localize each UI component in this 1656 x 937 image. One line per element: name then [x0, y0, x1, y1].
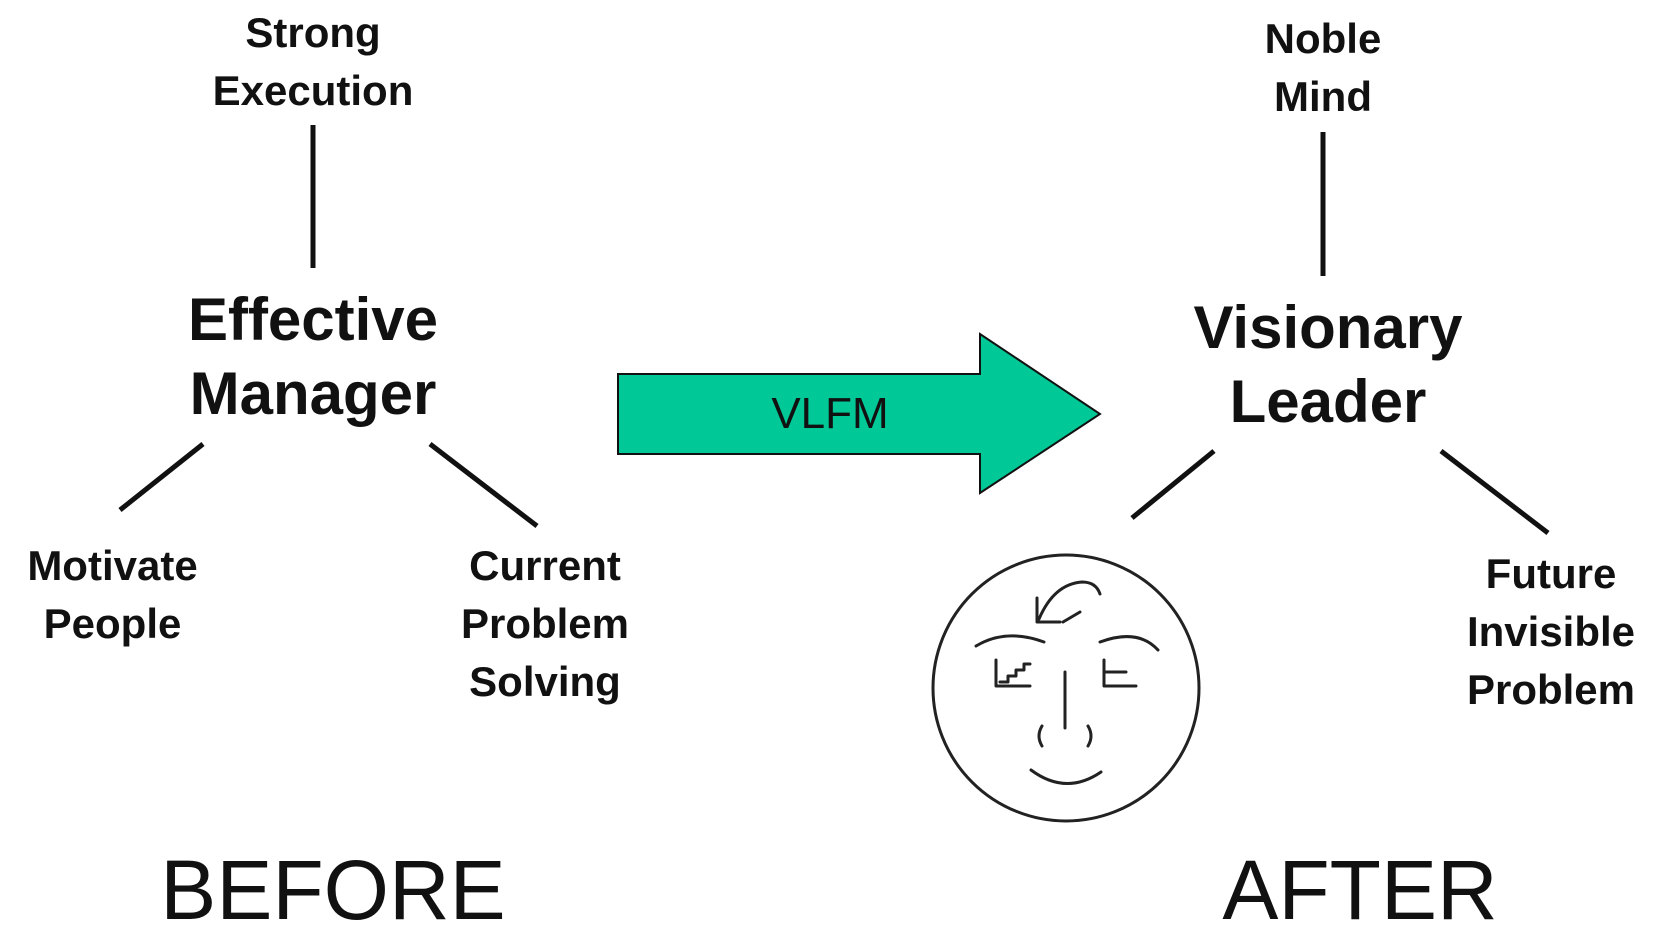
before-top-node: Strong Execution — [163, 12, 463, 112]
before-center-line-1: Effective — [187, 286, 439, 353]
after-caption: AFTER — [1222, 843, 1498, 937]
before-top-line-1: Strong — [245, 9, 381, 56]
before-right-line-2: Problem — [460, 600, 630, 647]
after-top-line-2: Mind — [1274, 73, 1372, 120]
connector-before-right — [428, 442, 539, 528]
before-left-line-1: Motivate — [27, 542, 198, 589]
before-caption: BEFORE — [160, 843, 506, 937]
after-right-line-3: Problem — [1466, 666, 1636, 713]
after-center-line-2: Leader — [1229, 368, 1427, 435]
after-center-node: Visionary Leader — [1153, 298, 1503, 432]
before-right-node: Current Problem Solving — [425, 545, 665, 703]
before-center-node: Effective Manager — [148, 290, 478, 424]
vlfm-arrow — [617, 332, 1102, 495]
before-left-node: Motivate People — [0, 545, 225, 645]
connector-before-left — [118, 442, 205, 512]
face-icon — [931, 553, 1201, 823]
vlfm-label: VLFM — [771, 389, 889, 438]
before-top-line-2: Execution — [212, 67, 414, 114]
after-top-node: Noble Mind — [1173, 18, 1473, 118]
before-right-line-3: Solving — [469, 658, 621, 705]
after-right-line-1: Future — [1485, 550, 1617, 597]
before-right-line-1: Current — [469, 542, 621, 589]
before-center-line-2: Manager — [189, 360, 437, 427]
connector-after-left — [1130, 449, 1216, 520]
after-top-line-1: Noble — [1264, 15, 1382, 62]
after-right-node: Future Invisible Problem — [1446, 553, 1656, 711]
after-right-line-2: Invisible — [1466, 608, 1636, 655]
connector-after-right — [1439, 449, 1550, 535]
before-left-line-2: People — [43, 600, 182, 647]
after-center-line-1: Visionary — [1193, 294, 1463, 361]
